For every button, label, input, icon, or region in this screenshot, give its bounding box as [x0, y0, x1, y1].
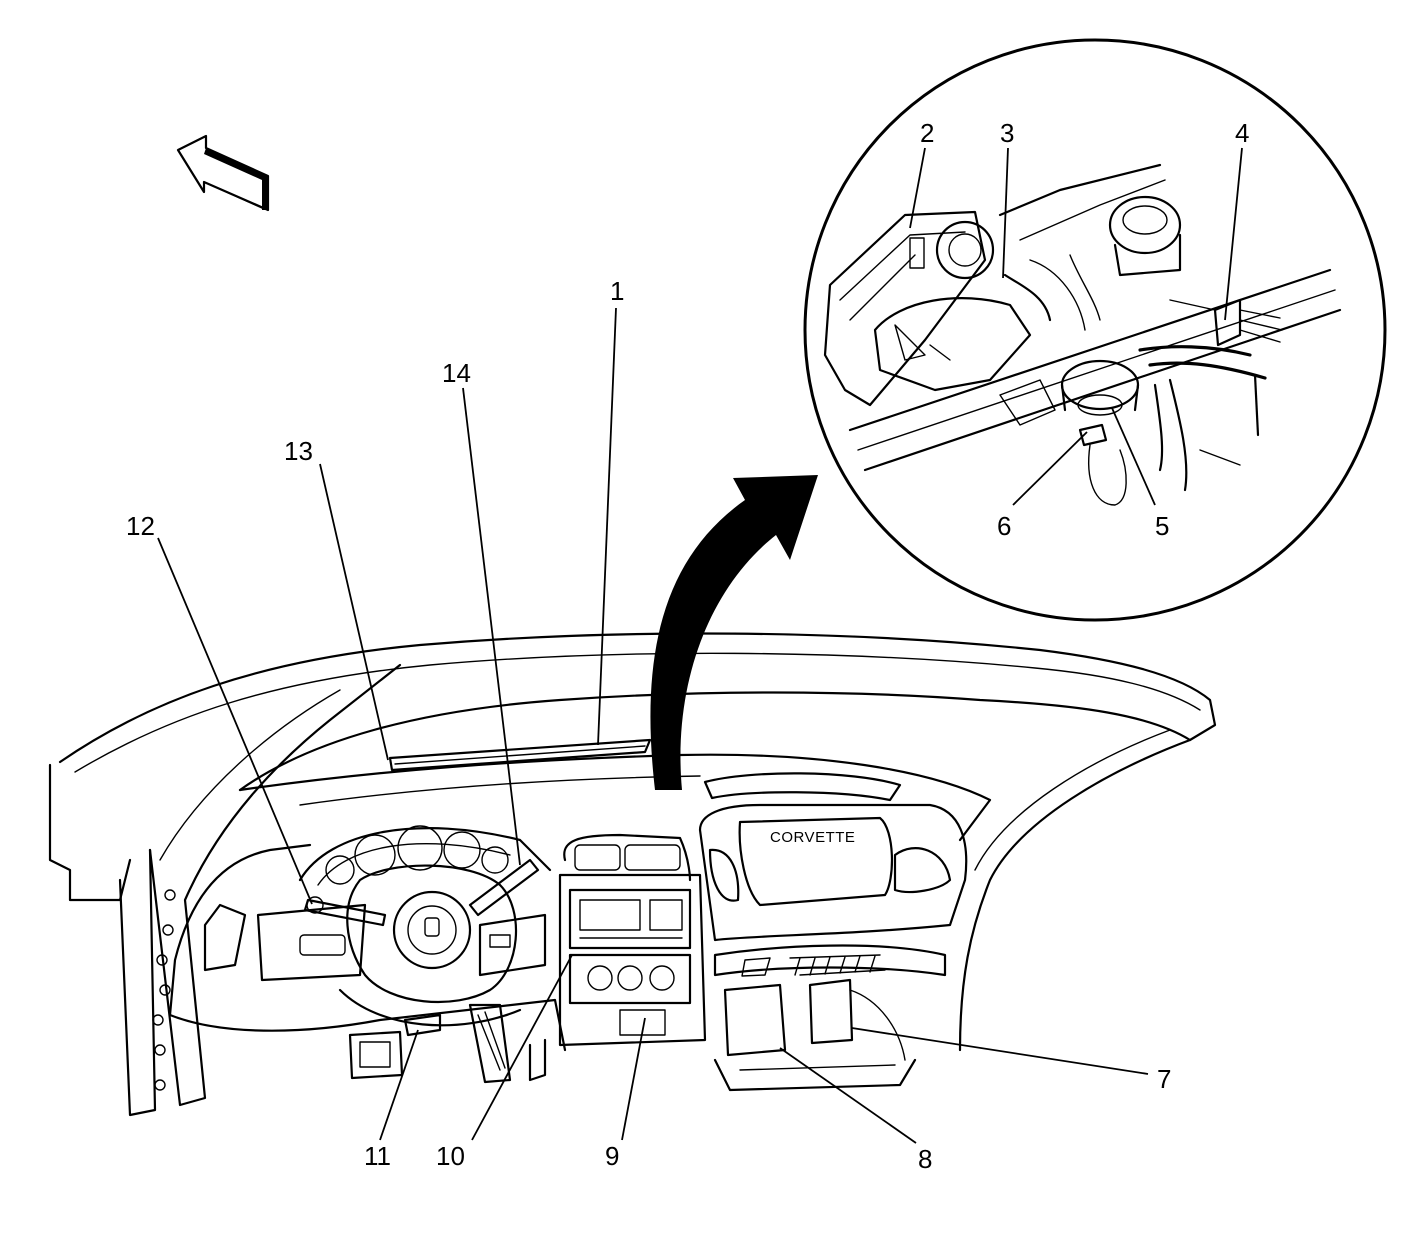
- instrument-panel-illustration: [48, 632, 1217, 1117]
- forward-direction-arrow-icon: [176, 134, 270, 212]
- callout-13: 13: [284, 436, 313, 466]
- callout-12: 12: [126, 511, 155, 541]
- callout-3: 3: [1000, 118, 1014, 148]
- callout-10: 10: [436, 1141, 465, 1171]
- callout-11: 11: [364, 1141, 391, 1171]
- callout-9: 9: [605, 1141, 619, 1171]
- callout-6: 6: [997, 511, 1011, 541]
- callout-labels: 1 2 3 4 5 6 7 8 9 10 11 12 13 14 CORVETT…: [126, 118, 1249, 1174]
- callout-5: 5: [1155, 511, 1169, 541]
- inset-harness-illustration: [823, 163, 1342, 506]
- callout-8: 8: [918, 1144, 932, 1174]
- detail-view-arrow-icon: [650, 475, 818, 790]
- leader-lines: [157, 147, 1243, 1144]
- callout-7: 7: [1157, 1064, 1171, 1094]
- callout-4: 4: [1235, 118, 1249, 148]
- callout-2: 2: [920, 118, 934, 148]
- callout-14: 14: [442, 358, 471, 388]
- callout-1: 1: [610, 276, 624, 306]
- detail-inset-circle: [803, 38, 1387, 622]
- dashboard-brand-label: CORVETTE: [770, 829, 855, 846]
